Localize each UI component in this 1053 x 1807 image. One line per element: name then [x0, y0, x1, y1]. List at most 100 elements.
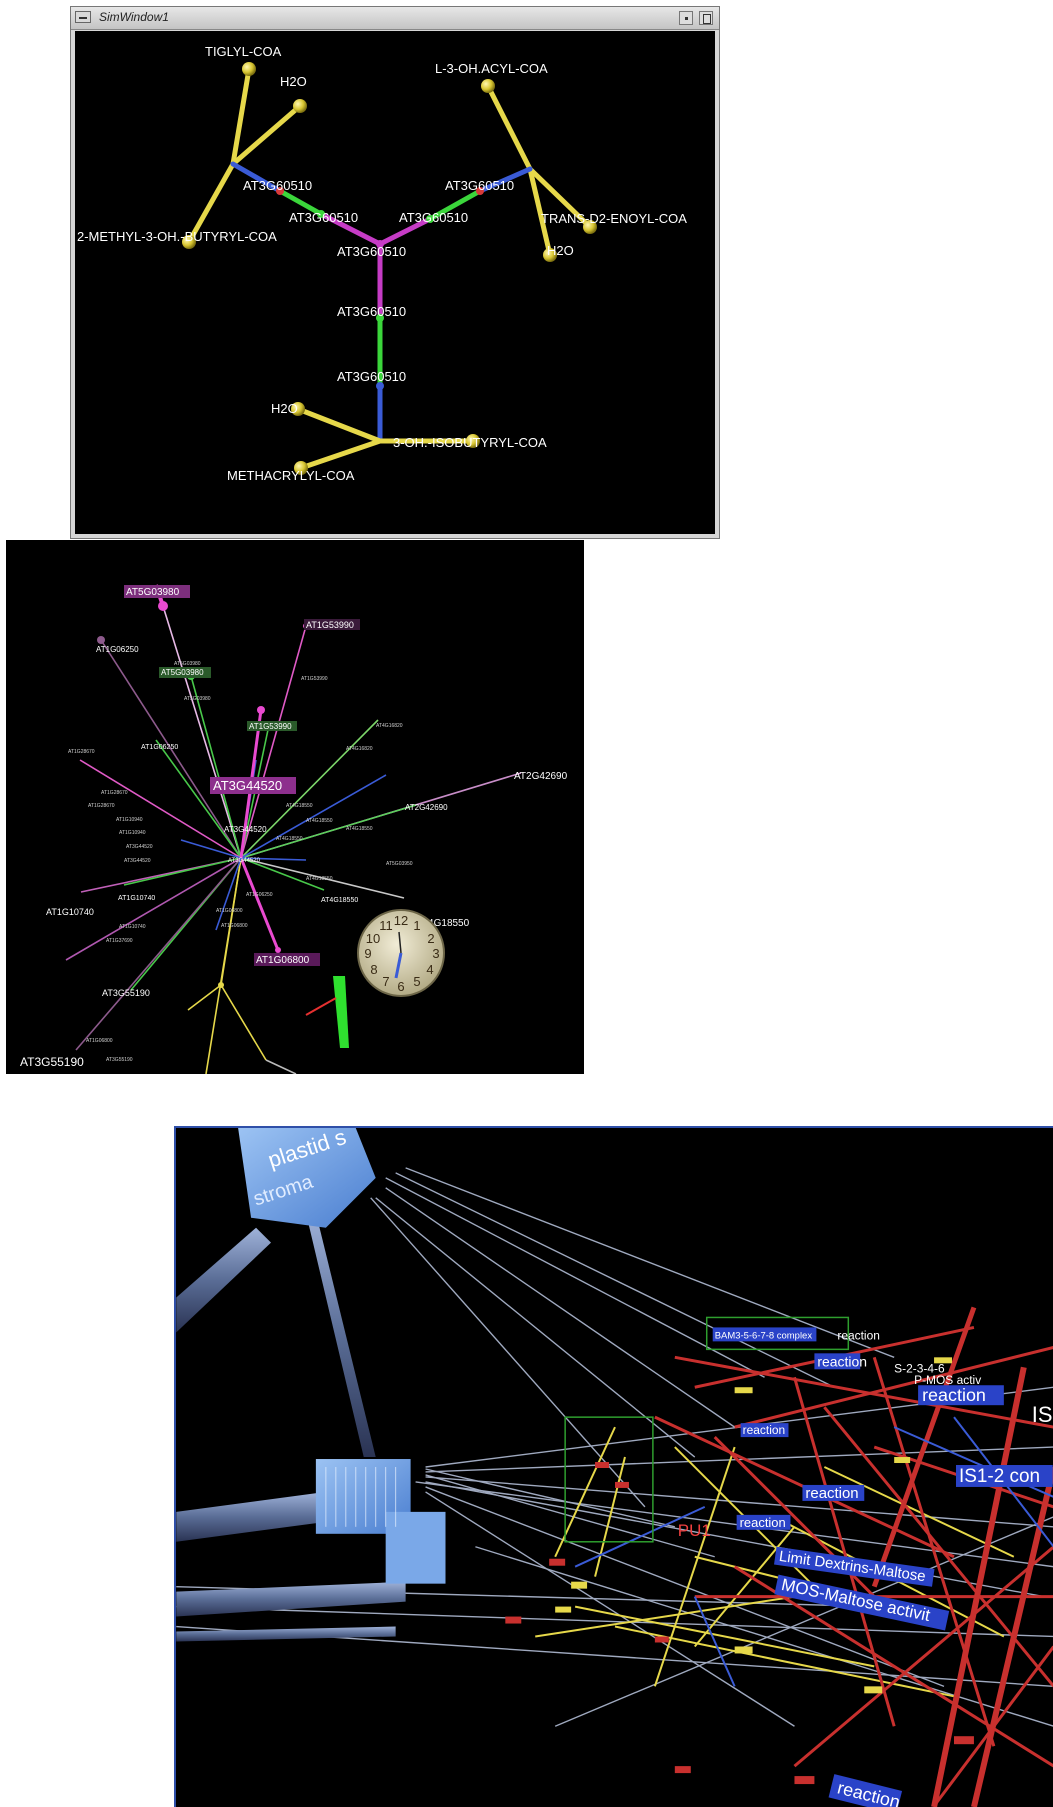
pathway-markers	[505, 1357, 974, 1785]
label-reaction-6: reaction	[740, 1515, 786, 1530]
label-is12con: IS1-2 con	[959, 1466, 1040, 1487]
label-at1g06800: AT1G06800	[256, 955, 310, 966]
compartment-tubes	[176, 1212, 406, 1642]
gene-nodes	[276, 187, 484, 390]
selection-box-bam	[705, 1316, 850, 1351]
svg-text:AT1G06800: AT1G06800	[86, 1038, 113, 1044]
pathway-edges	[186, 66, 593, 471]
label-at2g42690-mid: AT2G42690	[405, 803, 448, 812]
label-at1g06250-mid: AT1G06250	[141, 744, 178, 751]
label-at1g10740-far: AT1G10740	[46, 907, 94, 917]
label-at3g55190-mid: AT3G55190	[102, 988, 150, 998]
window-titlebar[interactable]: SimWindow1	[71, 7, 719, 30]
minor-gene-labels: AT5G03980 AT5G03980 AT1G53990 AT4G16820 …	[68, 661, 413, 1063]
svg-text:AT4G18550: AT4G18550	[286, 803, 313, 809]
svg-text:AT1G10940: AT1G10940	[116, 817, 143, 823]
svg-text:AT1G53990: AT1G53990	[301, 676, 328, 682]
label-reaction-2: reaction	[817, 1353, 867, 1369]
svg-text:AT4G18550: AT4G18550	[306, 818, 333, 824]
label-methacrylyl-coa: METHACRYLYL-COA	[227, 468, 355, 483]
label-h2o-bottom: H2O	[271, 401, 298, 416]
svg-text:AT3G44520: AT3G44520	[124, 858, 151, 864]
label-reaction-5: reaction	[805, 1485, 858, 1502]
label-at4g18550-far: AT4G18550	[416, 918, 470, 929]
label-acyl-coa: L-3-OH.ACYL-COA	[435, 61, 548, 76]
label-at1g06250-top: AT1G06250	[96, 645, 139, 654]
label-tiglyl-coa: TIGLYL-COA	[205, 44, 282, 59]
label-pu1: PU1	[678, 1521, 711, 1540]
svg-text:11: 11	[379, 918, 393, 933]
label-reaction-4: reaction	[743, 1423, 786, 1437]
sim-window: SimWindow1	[70, 6, 720, 539]
svg-text:6: 6	[397, 979, 404, 994]
label-at1g53990-top: AT1G53990	[306, 620, 354, 630]
label-at3g44520-mid: AT3G44520	[224, 825, 267, 834]
svg-text:1: 1	[413, 918, 420, 933]
window-menu-icon[interactable]	[75, 11, 91, 23]
label-gene-top-right: AT3G60510	[445, 178, 514, 193]
clock-widget[interactable]: 12 1 2 3 4 5 6 7 8 9 10 11	[357, 909, 445, 997]
label-methyl-butyryl-coa: 2-METHYL-3-OH.-BUTYRYL-COA	[77, 229, 277, 244]
svg-text:AT1G28670: AT1G28670	[88, 803, 115, 809]
svg-text:AT4G16820: AT4G16820	[346, 746, 373, 752]
label-at5g03980-mid: AT5G03980	[161, 668, 204, 677]
pathway-canvas[interactable]: TIGLYL-COA H2O L-3-OH.ACYL-COA AT3G60510…	[75, 31, 715, 534]
label-at3g55190-far: AT3G55190	[20, 1055, 84, 1069]
label-gene-mid-left: AT3G60510	[289, 210, 358, 225]
label-gene-center: AT3G60510	[337, 244, 406, 259]
svg-text:AT4G18550: AT4G18550	[306, 876, 333, 882]
window-title: SimWindow1	[99, 10, 169, 24]
clock-minute-hand	[398, 931, 402, 954]
metabolite-nodes	[182, 62, 597, 475]
svg-text:10: 10	[366, 931, 380, 946]
label-reaction-3: reaction	[922, 1385, 986, 1405]
label-trans-enoyl-coa: TRANS-D2-ENOYL-COA	[541, 211, 687, 226]
selection-box-left	[564, 1416, 654, 1543]
label-h2o-right: H2O	[547, 243, 574, 258]
svg-text:AT5G03980: AT5G03980	[184, 696, 211, 702]
label-mos-activ: P-MOS activ	[914, 1373, 981, 1387]
svg-text:AT1G10940: AT1G10940	[119, 830, 146, 836]
svg-text:2: 2	[427, 931, 434, 946]
svg-text:AT4G16820: AT4G16820	[376, 723, 403, 729]
navigation-cursor-icon[interactable]	[305, 976, 349, 1048]
svg-text:AT1G37690: AT1G37690	[106, 938, 133, 944]
major-gene-labels: AT5G03980 AT1G53990 AT1G06250 AT5G03980 …	[20, 585, 568, 1069]
label-gene-top-left: AT3G60510	[243, 178, 312, 193]
gene-network-view[interactable]: AT5G03980 AT5G03980 AT1G53990 AT4G16820 …	[6, 540, 584, 1074]
label-at4g18550-mid: AT4G18550	[321, 897, 358, 904]
label-at2g42690-far: AT2G42690	[514, 771, 568, 782]
label-at1g10740-mid: AT1G10740	[118, 895, 155, 902]
label-s2346: S-2-3-4-6	[894, 1361, 945, 1375]
svg-text:AT1G06250: AT1G06250	[246, 892, 273, 898]
svg-text:12: 12	[394, 913, 408, 928]
svg-text:8: 8	[370, 962, 377, 977]
label-isobutyryl-coa: 3-OH.-ISOBUTYRYL-COA	[393, 435, 547, 450]
svg-text:AT5G03980: AT5G03980	[174, 661, 201, 667]
pathway-3d-view[interactable]: plastid s stroma	[174, 1126, 1053, 1807]
svg-text:AT3G55190: AT3G55190	[106, 1057, 133, 1063]
svg-text:AT1G06800: AT1G06800	[216, 908, 243, 914]
svg-text:AT3G44520: AT3G44520	[126, 844, 153, 850]
label-reaction-7: reaction	[835, 1778, 902, 1807]
svg-text:9: 9	[364, 946, 371, 961]
svg-text:3: 3	[432, 946, 439, 961]
clock-hour-hand	[394, 952, 403, 979]
label-is: IS	[1032, 1402, 1053, 1427]
svg-text:5: 5	[413, 974, 420, 989]
label-at3g44520-big: AT3G44520	[213, 778, 282, 793]
minimize-icon[interactable]	[679, 11, 693, 25]
label-at5g03980-top: AT5G03980	[126, 587, 180, 598]
svg-text:AT1G28670: AT1G28670	[68, 749, 95, 755]
svg-text:AT1G10740: AT1G10740	[119, 924, 146, 930]
label-at1g53990-mid: AT1G53990	[249, 722, 292, 731]
compartment-cubes: plastid s stroma	[238, 1128, 446, 1584]
svg-text:AT1G06800: AT1G06800	[221, 923, 248, 929]
label-reaction-1: reaction	[837, 1328, 880, 1342]
maximize-icon[interactable]	[699, 11, 713, 25]
label-h2o-top: H2O	[280, 74, 307, 89]
label-at3g44520-small: AT3G44520	[228, 858, 261, 864]
svg-text:AT1G28670: AT1G28670	[101, 790, 128, 796]
label-gene-mid-right: AT3G60510	[399, 210, 468, 225]
clock-numerals: 12 1 2 3 4 5 6 7 8 9 10 11	[364, 913, 439, 994]
